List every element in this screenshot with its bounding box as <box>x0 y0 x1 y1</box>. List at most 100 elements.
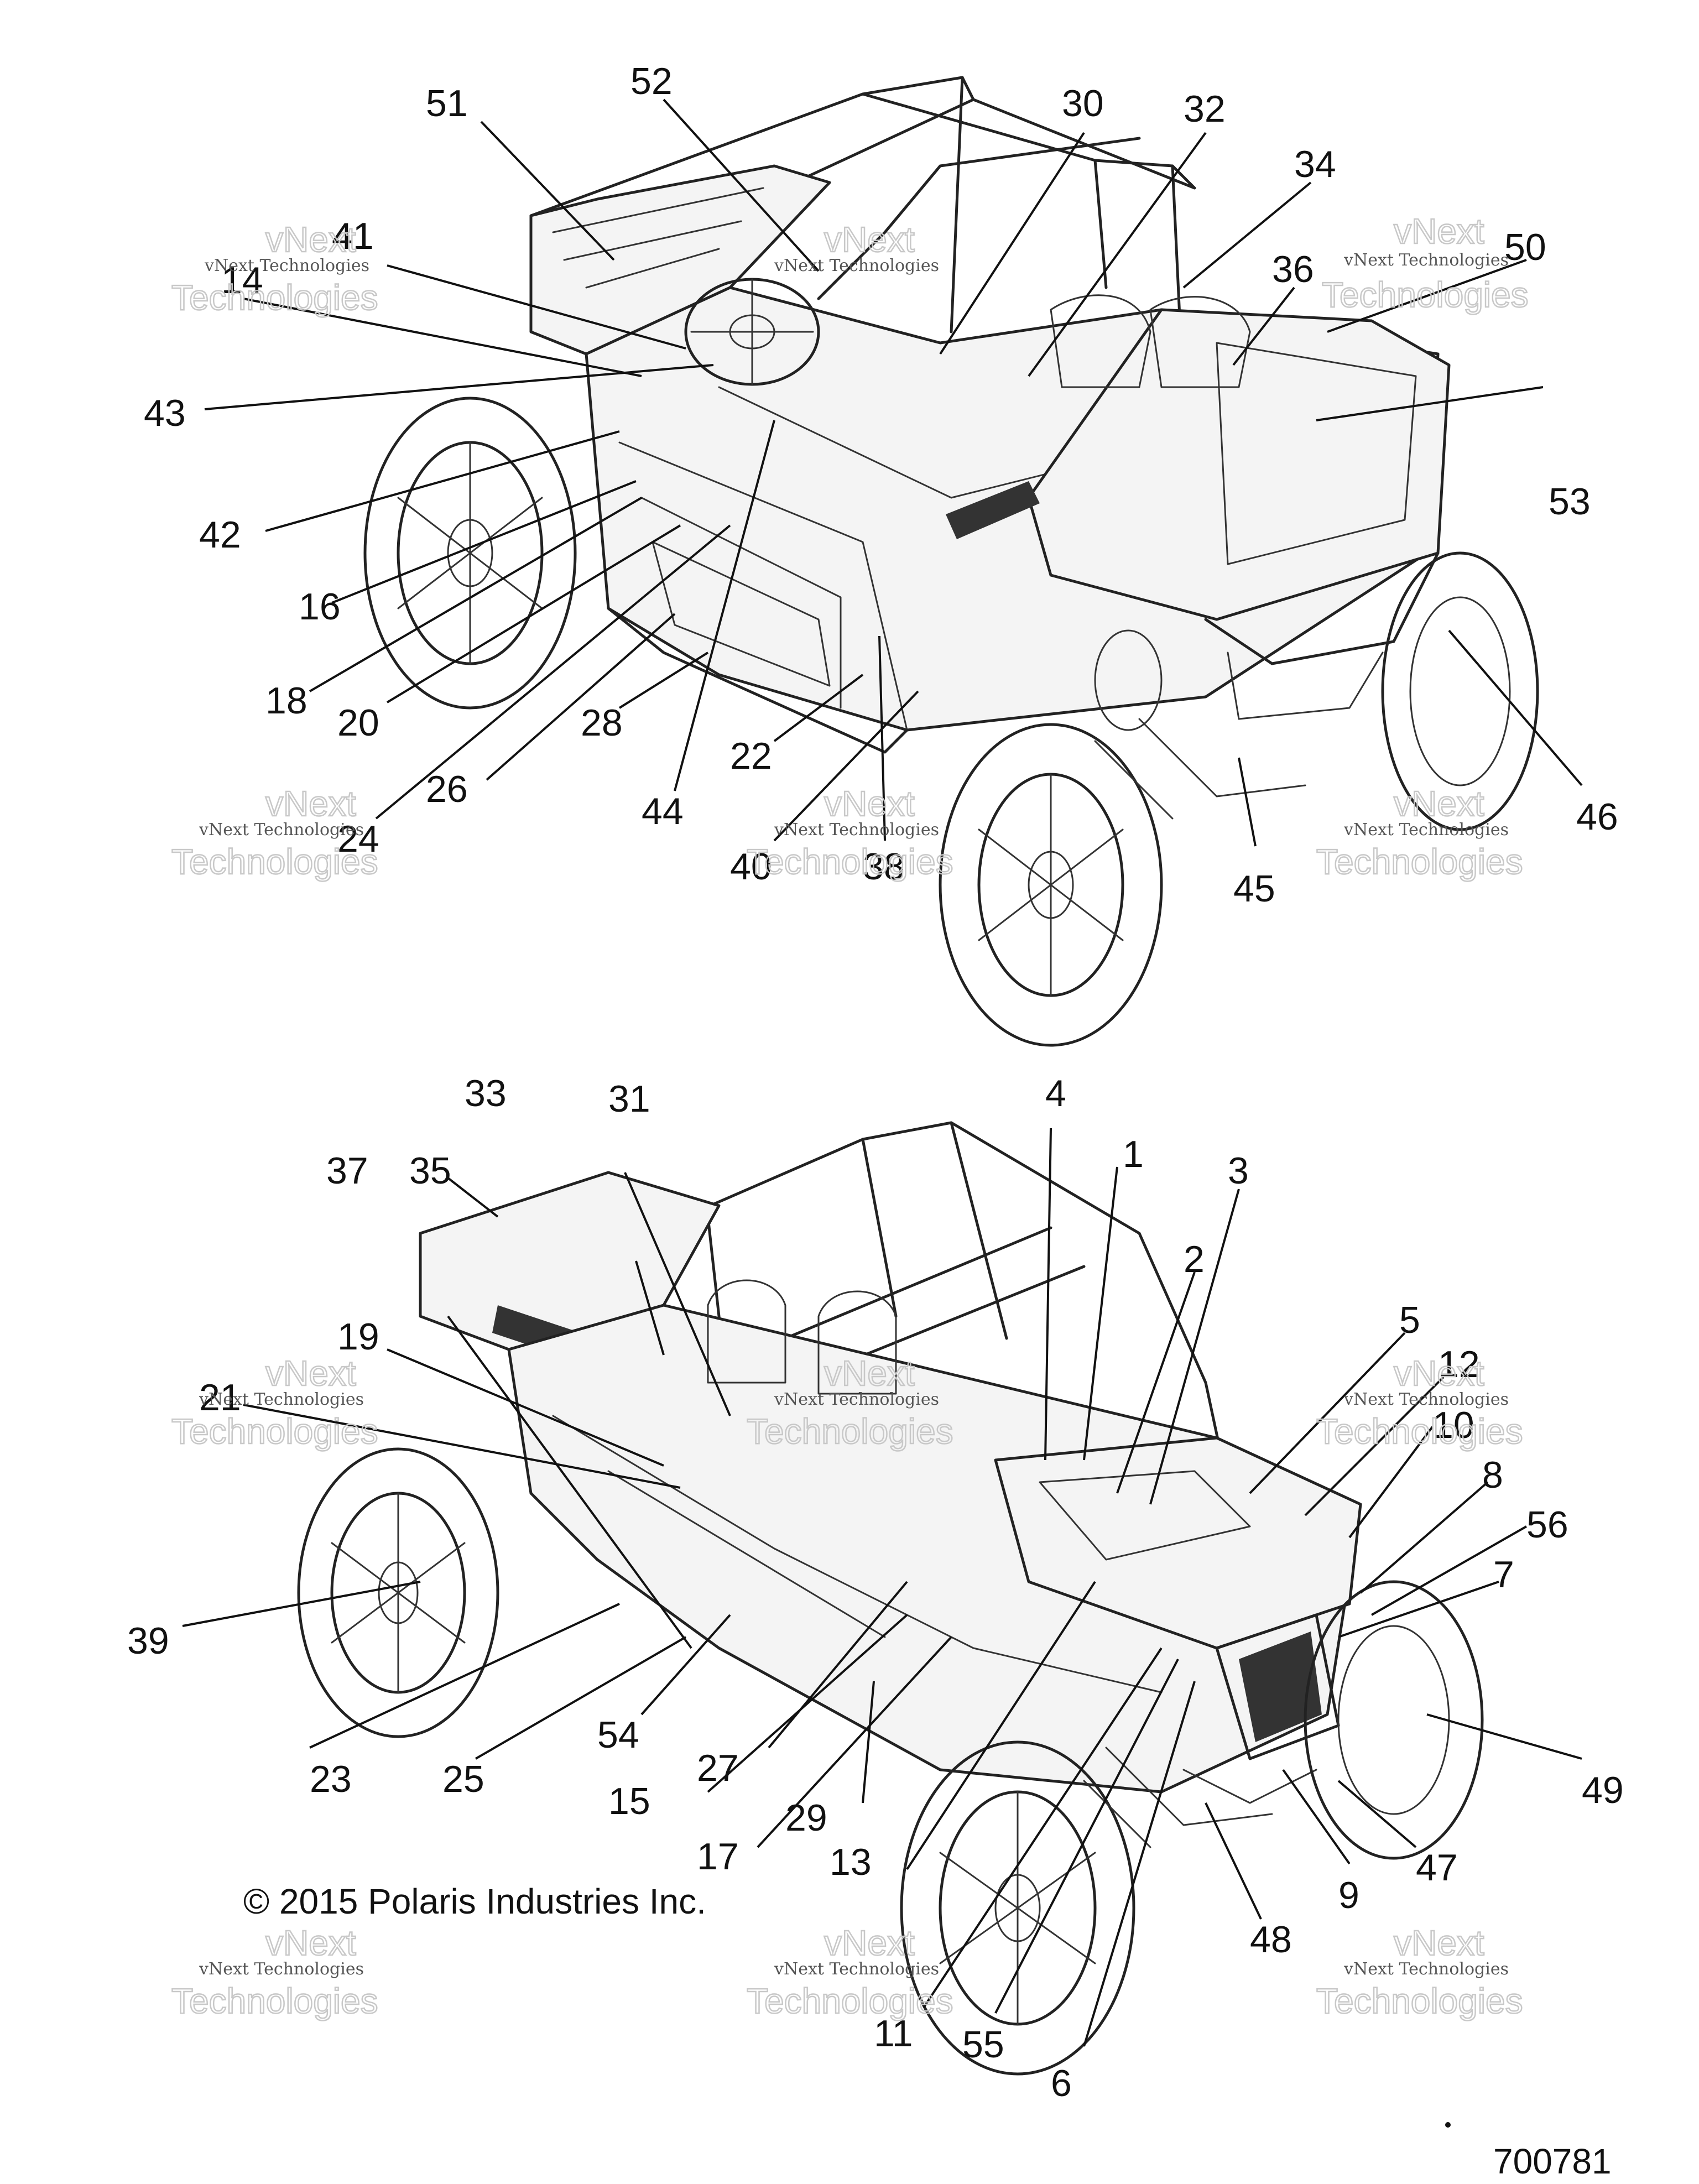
svg-text:vNext Technologies: vNext Technologies <box>199 820 364 840</box>
svg-text:vNext Technologies: vNext Technologies <box>774 1959 939 1979</box>
svg-text:vNext Technologies: vNext Technologies <box>774 256 939 275</box>
svg-text:Technologies: Technologies <box>171 842 378 882</box>
callout-24: 24 <box>337 818 379 860</box>
svg-text:vNext Technologies: vNext Technologies <box>1343 1959 1509 1979</box>
watermark-3: vNext vNext Technologies Technologies <box>1321 211 1529 316</box>
watermark-6: vNext vNext Technologies Technologies <box>1316 783 1524 883</box>
callout-3: 3 <box>1228 1150 1249 1192</box>
callout-41: 41 <box>332 215 374 257</box>
callout-4: 4 <box>1045 1072 1066 1114</box>
wheel-front-right-bottom <box>1304 1580 1484 1860</box>
callout-25: 25 <box>442 1758 484 1800</box>
svg-text:vNext Technologies: vNext Technologies <box>774 1390 939 1409</box>
callout-33: 33 <box>465 1072 507 1114</box>
wheel-front-right <box>1381 551 1539 831</box>
svg-text:Technologies: Technologies <box>747 842 953 882</box>
wheel-front-left <box>939 723 1163 1047</box>
svg-text:Technologies: Technologies <box>171 1411 378 1451</box>
watermark-2: vNext vNext Technologies <box>774 219 939 275</box>
callout-42: 42 <box>199 514 241 556</box>
svg-text:vNext: vNext <box>265 220 356 259</box>
callout-5: 5 <box>1399 1299 1420 1341</box>
callout-2: 2 <box>1184 1238 1205 1280</box>
svg-text:vNext: vNext <box>824 1923 915 1963</box>
copyright-notice: © 2015 Polaris Industries Inc. <box>243 1881 706 1921</box>
vehicle-top-view <box>363 76 1539 1047</box>
watermark-9: vNext vNext Technologies Technologies <box>1316 1353 1524 1452</box>
callout-14: 14 <box>221 259 263 301</box>
svg-text:vNext Technologies: vNext Technologies <box>1343 1390 1509 1409</box>
callout-38: 38 <box>863 846 905 888</box>
svg-text:vNext: vNext <box>1394 784 1484 823</box>
callout-8: 8 <box>1482 1454 1503 1496</box>
watermark-7: vNext vNext Technologies Technologies <box>171 1353 379 1452</box>
callout-20: 20 <box>337 702 379 744</box>
callout-13: 13 <box>830 1841 872 1883</box>
callout-54: 54 <box>597 1714 639 1756</box>
svg-text:vNext Technologies: vNext Technologies <box>1343 251 1509 270</box>
figure-number: 700781 <box>1493 2141 1612 2181</box>
callout-12: 12 <box>1438 1343 1480 1385</box>
callout-numbers: 51 52 30 32 34 36 50 53 41 14 43 42 16 1… <box>127 60 1624 2104</box>
callout-36: 36 <box>1272 248 1314 290</box>
watermark-10: vNext vNext Technologies Technologies <box>171 1922 379 2022</box>
callout-35: 35 <box>409 1150 451 1192</box>
watermark-1: vNext vNext Technologies Technologies <box>171 219 379 319</box>
callout-37: 37 <box>326 1150 368 1192</box>
svg-text:Technologies: Technologies <box>1322 275 1529 315</box>
callout-21: 21 <box>199 1377 241 1419</box>
callout-51: 51 <box>426 82 468 124</box>
callout-46: 46 <box>1576 796 1618 838</box>
callout-34: 34 <box>1294 143 1336 185</box>
callout-1: 1 <box>1123 1133 1144 1175</box>
callout-15: 15 <box>608 1780 650 1822</box>
callout-39: 39 <box>127 1620 169 1662</box>
watermarks: vNext vNext Technologies Technologies vN… <box>171 211 1529 2022</box>
wheel-front-left-bottom <box>900 1740 1135 2076</box>
svg-text:Technologies: Technologies <box>1316 842 1523 882</box>
svg-text:vNext Technologies: vNext Technologies <box>199 1390 364 1409</box>
wheel-rear-left-bottom <box>297 1447 499 1738</box>
watermark-8: vNext vNext Technologies Technologies <box>746 1353 954 1452</box>
callout-22: 22 <box>730 735 772 777</box>
svg-text:vNext Technologies: vNext Technologies <box>774 820 939 840</box>
callout-32: 32 <box>1184 88 1226 130</box>
callout-53: 53 <box>1549 481 1591 523</box>
callout-52: 52 <box>630 60 673 102</box>
svg-text:vNext: vNext <box>1394 211 1484 251</box>
callout-27: 27 <box>697 1747 739 1789</box>
svg-text:vNext: vNext <box>1394 1923 1484 1963</box>
callout-6: 6 <box>1051 2062 1072 2104</box>
callout-18: 18 <box>265 680 308 722</box>
callout-55: 55 <box>962 2024 1004 2066</box>
callout-30: 30 <box>1062 82 1104 124</box>
svg-text:vNext: vNext <box>824 784 915 823</box>
callout-11: 11 <box>874 2013 913 2055</box>
svg-text:vNext: vNext <box>265 1923 356 1963</box>
svg-text:Technologies: Technologies <box>1316 1981 1523 2021</box>
dot-mark <box>1445 2122 1451 2128</box>
svg-text:vNext: vNext <box>265 784 356 823</box>
callout-16: 16 <box>299 586 341 628</box>
callout-26: 26 <box>426 768 468 810</box>
callout-7: 7 <box>1493 1554 1514 1596</box>
callout-29: 29 <box>785 1797 827 1839</box>
callout-28: 28 <box>581 702 623 744</box>
callout-40: 40 <box>730 846 772 888</box>
callout-47: 47 <box>1416 1847 1458 1889</box>
svg-text:Technologies: Technologies <box>747 1411 953 1451</box>
svg-text:vNext: vNext <box>1394 1353 1484 1393</box>
svg-text:vNext Technologies: vNext Technologies <box>204 256 369 275</box>
callout-44: 44 <box>642 790 684 832</box>
leader-lines <box>182 98 1583 2047</box>
svg-text:vNext Technologies: vNext Technologies <box>199 1959 364 1979</box>
svg-text:vNext: vNext <box>824 1353 915 1393</box>
watermark-4: vNext vNext Technologies Technologies <box>171 783 379 883</box>
callout-17: 17 <box>697 1836 739 1878</box>
svg-text:vNext: vNext <box>265 1353 356 1393</box>
callout-43: 43 <box>144 392 186 434</box>
svg-text:Technologies: Technologies <box>747 1981 953 2021</box>
callout-49: 49 <box>1582 1769 1624 1811</box>
callout-48: 48 <box>1250 1919 1292 1961</box>
